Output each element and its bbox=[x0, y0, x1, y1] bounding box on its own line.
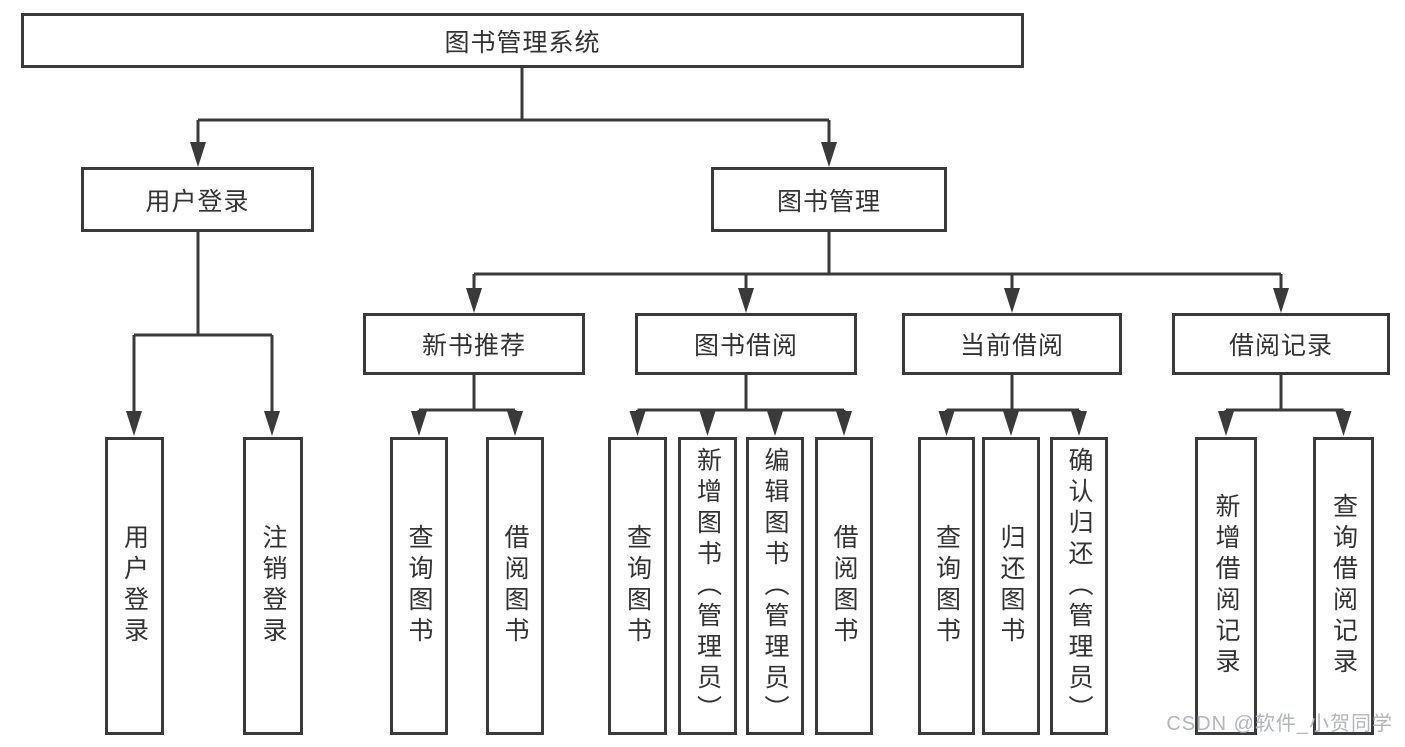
arrowhead bbox=[767, 411, 783, 436]
arrowhead bbox=[1273, 288, 1289, 313]
leaf-confirm-return-admin: 确认归还（管理员） bbox=[1050, 437, 1108, 735]
arrowhead bbox=[738, 288, 754, 313]
arrowhead bbox=[264, 411, 280, 436]
leaf-query-books-borrowing: 查询图书 bbox=[608, 437, 667, 735]
csdn-watermark: CSDN @软件_小贺同学 bbox=[1166, 713, 1393, 735]
leaf-edit-books-admin: 编辑图书（管理员） bbox=[746, 437, 804, 735]
arrowhead bbox=[1218, 411, 1234, 436]
node-book-management: 图书管理 bbox=[711, 167, 947, 232]
arrowhead bbox=[938, 411, 955, 436]
arrowhead bbox=[1003, 411, 1019, 436]
arrowhead bbox=[1071, 411, 1087, 436]
arrowhead bbox=[507, 411, 523, 436]
leaf-query-borrow-record: 查询借阅记录 bbox=[1313, 437, 1374, 735]
leaf-add-books-admin: 新增图书（管理员） bbox=[678, 437, 737, 735]
arrowhead bbox=[466, 288, 482, 313]
leaf-logout: 注销登录 bbox=[243, 437, 303, 735]
leaf-borrow-books-recommend: 借阅图书 bbox=[486, 437, 544, 735]
arrowhead bbox=[190, 142, 206, 167]
leaf-borrow-books-borrowing: 借阅图书 bbox=[815, 437, 873, 735]
node-user-login: 用户登录 bbox=[81, 167, 314, 232]
leaf-return-books: 归还图书 bbox=[982, 437, 1040, 735]
arrowhead bbox=[836, 411, 852, 436]
leaf-query-books-recommend: 查询图书 bbox=[390, 437, 448, 735]
arrowhead bbox=[1335, 411, 1352, 436]
arrowhead bbox=[629, 411, 646, 436]
node-borrowing-records: 借阅记录 bbox=[1172, 313, 1390, 375]
node-current-borrowing: 当前借阅 bbox=[902, 313, 1122, 375]
arrowhead bbox=[821, 142, 837, 167]
leaf-add-borrow-record: 新增借阅记录 bbox=[1195, 437, 1257, 735]
arrowhead bbox=[411, 411, 427, 436]
arrowhead bbox=[699, 411, 716, 436]
leaf-user-login: 用户登录 bbox=[105, 437, 164, 735]
arrowhead bbox=[1004, 288, 1020, 313]
node-book-borrowing: 图书借阅 bbox=[635, 313, 857, 375]
node-library-management-system: 图书管理系统 bbox=[21, 13, 1024, 68]
arrowhead bbox=[126, 411, 142, 436]
leaf-query-books-current: 查询图书 bbox=[918, 437, 975, 735]
node-new-book-recommend: 新书推荐 bbox=[363, 313, 585, 375]
